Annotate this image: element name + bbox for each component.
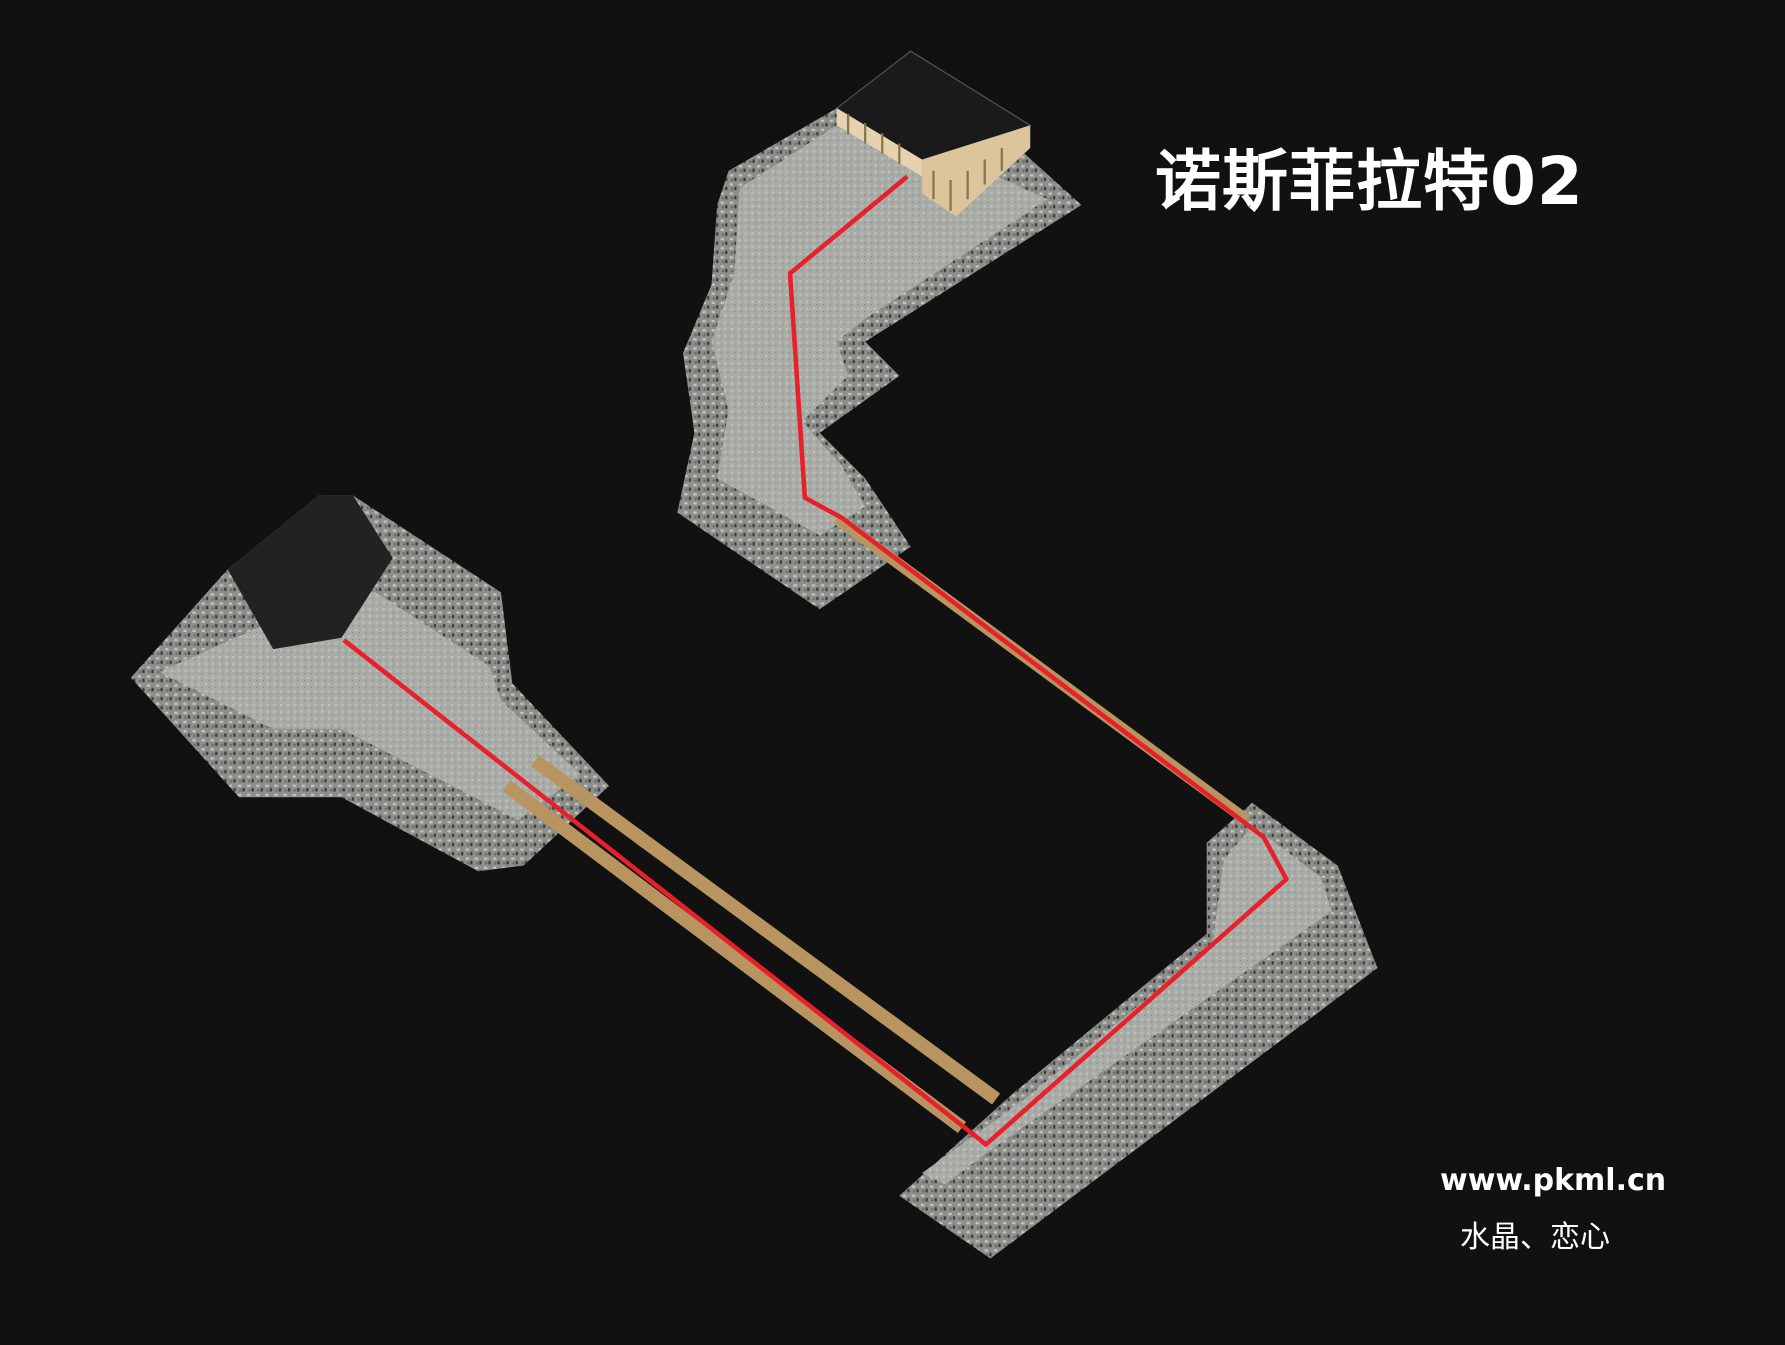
map-title: 诺斯菲拉特02 [1155, 143, 1584, 220]
platform-west [130, 495, 610, 872]
watermark-site: www.pkml.cn [1440, 1163, 1667, 1198]
bridge-southwest-upper [531, 755, 1001, 1105]
temple-building [835, 50, 1032, 217]
cave-entrance [227, 495, 393, 650]
platform-southeast [899, 802, 1378, 1259]
bridge-southwest-lower [502, 780, 967, 1133]
watermark-author: 水晶、恋心 [1460, 1220, 1610, 1255]
route-path [342, 174, 1289, 1147]
